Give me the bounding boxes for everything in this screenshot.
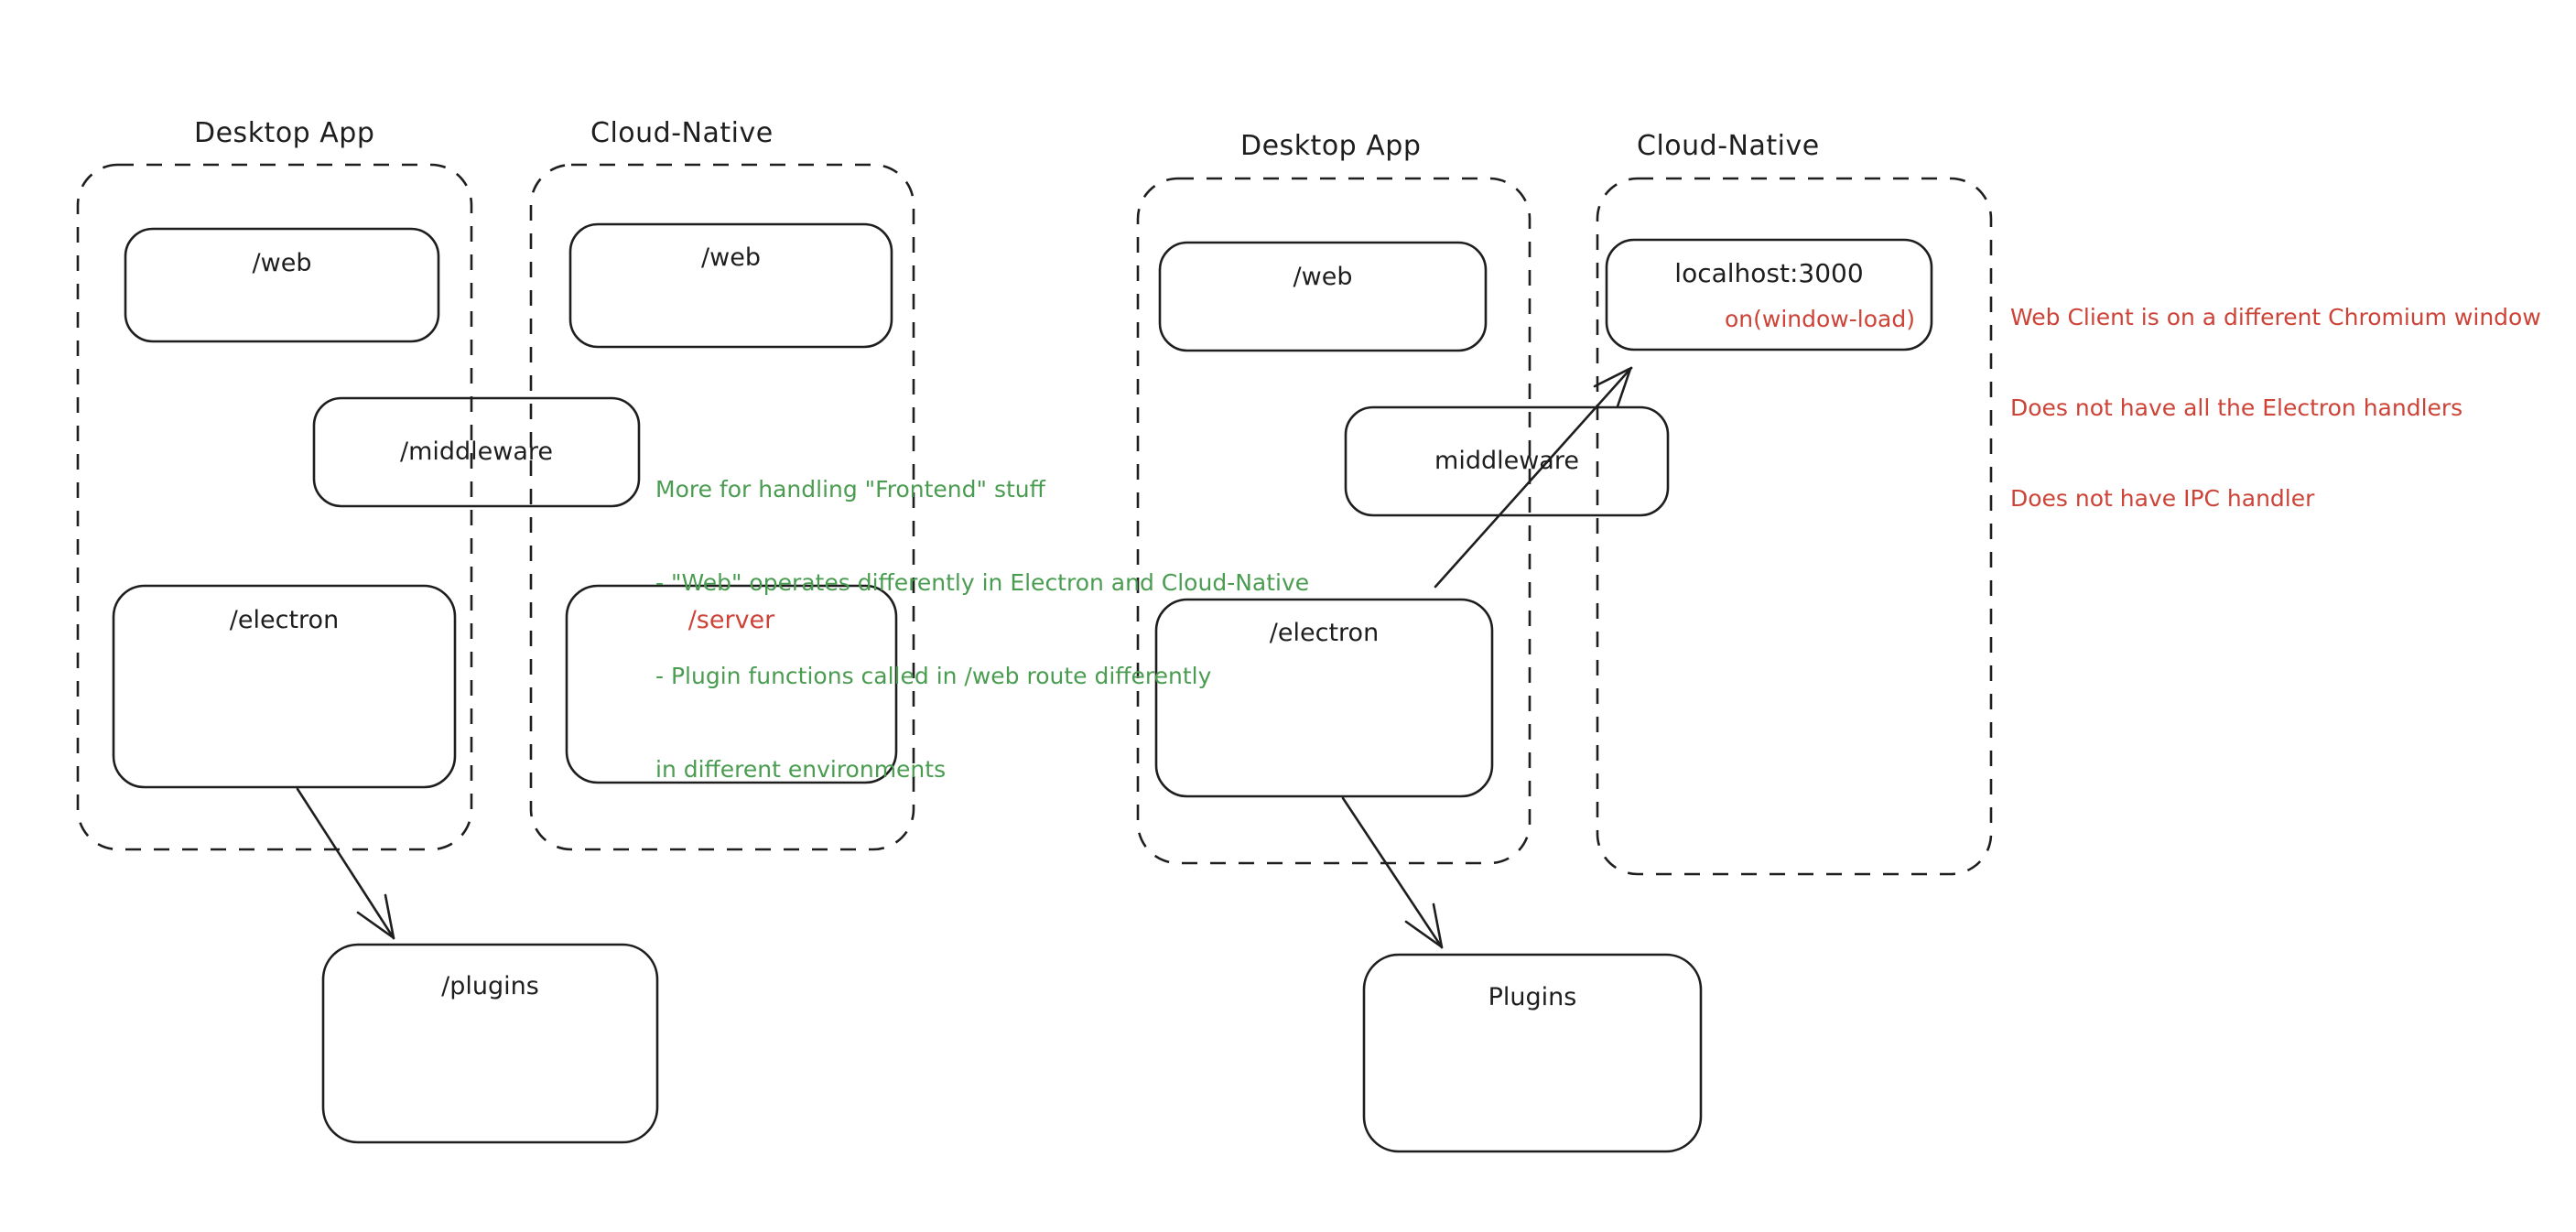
node-box-localhost-right[interactable] bbox=[1605, 238, 1933, 351]
node-label-electron-right: /electron bbox=[1269, 619, 1380, 647]
container-cloud-native-left[interactable] bbox=[529, 163, 915, 851]
annotation-green-line-1: More for handling "Frontend" stuff bbox=[655, 476, 1045, 503]
annotation-red-line-1: Web Client is on a different Chromium wi… bbox=[2010, 304, 2541, 330]
node-box-web-right[interactable] bbox=[1158, 241, 1488, 352]
node-box-electron-right[interactable] bbox=[1154, 598, 1494, 798]
arrow-electron-to-plugins-left[interactable] bbox=[296, 787, 395, 940]
annotation-green-frontend-note: More for handling "Frontend" stuff - "We… bbox=[655, 412, 1309, 848]
annotation-green-line-2: - "Web" operates differently in Electron… bbox=[655, 569, 1310, 596]
group-title-cloud-native-left: Cloud-Native bbox=[590, 117, 774, 149]
container-desktop-app-left[interactable] bbox=[76, 163, 473, 851]
annotation-red-web-client-note: Web Client is on a different Chromium wi… bbox=[2010, 242, 2541, 574]
annotation-red-line-3: Does not have IPC handler bbox=[2010, 485, 2315, 512]
node-box-middleware-left[interactable] bbox=[312, 396, 641, 508]
container-cloud-native-right[interactable] bbox=[1596, 177, 1993, 876]
node-label-middleware-right: middleware bbox=[1434, 447, 1579, 475]
arrow-electron-to-plugins-right[interactable] bbox=[1341, 796, 1444, 949]
group-title-cloud-native-right: Cloud-Native bbox=[1637, 130, 1820, 162]
annotation-red-line-2: Does not have all the Electron handlers bbox=[2010, 394, 2463, 421]
node-box-middleware-right[interactable] bbox=[1344, 405, 1670, 517]
node-label-localhost-right: localhost:3000 bbox=[1674, 258, 1864, 288]
node-label-electron-left: /electron bbox=[229, 606, 340, 634]
node-label-middleware-left: /middleware bbox=[399, 438, 554, 466]
node-label-web-right: /web bbox=[1293, 263, 1353, 291]
group-title-desktop-app-right: Desktop App bbox=[1240, 130, 1422, 162]
node-box-plugins-left[interactable] bbox=[321, 943, 659, 1144]
node-box-web-cloud-left[interactable] bbox=[568, 222, 893, 349]
node-label-server-left: /server bbox=[687, 606, 775, 634]
annotation-green-line-3: - Plugin functions called in /web route … bbox=[655, 663, 1212, 689]
group-title-desktop-app-left: Desktop App bbox=[194, 117, 375, 149]
node-box-plugins-right[interactable] bbox=[1362, 953, 1703, 1153]
node-label-web-cloud-left: /web bbox=[701, 243, 761, 272]
arrow-electron-to-localhost-right[interactable] bbox=[1434, 366, 1633, 589]
node-box-web-desktop-left[interactable] bbox=[124, 227, 440, 343]
node-label-plugins-left: /plugins bbox=[441, 972, 539, 1000]
node-label-web-desktop-left: /web bbox=[252, 249, 312, 277]
node-box-server-left[interactable] bbox=[565, 584, 898, 784]
node-box-electron-left[interactable] bbox=[112, 584, 457, 789]
annotation-green-line-4: in different environments bbox=[655, 756, 947, 783]
node-label-window-load-right: on(window-load) bbox=[1725, 306, 1915, 332]
container-desktop-app-right[interactable] bbox=[1136, 177, 1532, 865]
node-label-plugins-right: Plugins bbox=[1488, 983, 1577, 1011]
